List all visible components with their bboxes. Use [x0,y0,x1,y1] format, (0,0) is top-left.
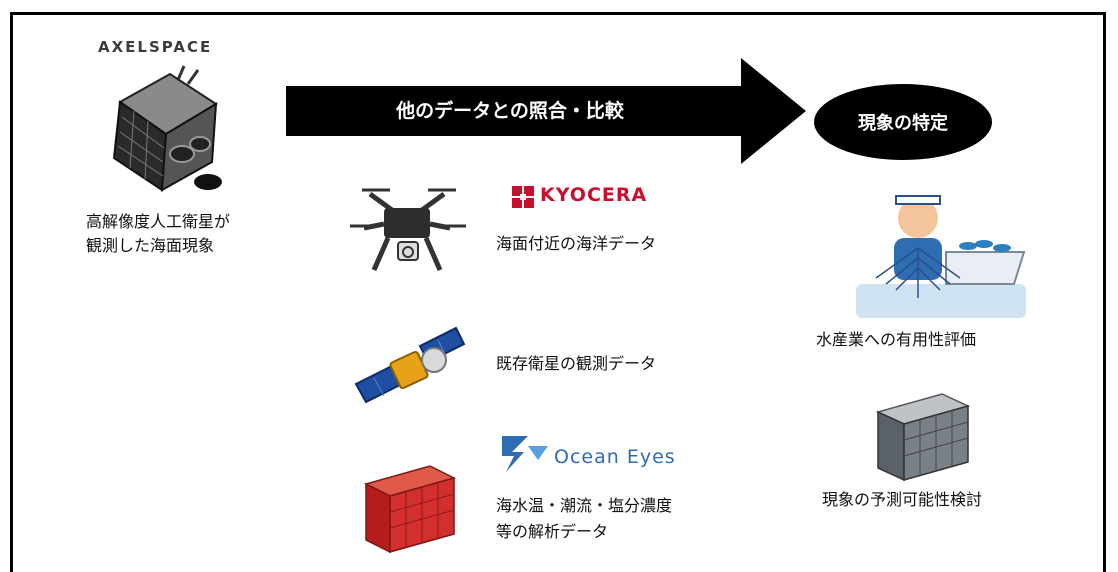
source-label-analysis-line2: 等の解析データ [496,522,609,541]
supercomputer-icon [363,465,457,554]
diagram-frame [10,12,1106,572]
server-icon [875,393,971,482]
ocean-eyes-logo-mark [502,436,548,472]
kyocera-logo: KYOCERA [540,184,648,206]
result-ellipse: 現象の特定 [814,84,992,160]
compare-arrow [286,58,806,164]
result-label: 現象の特定 [858,113,948,134]
source-label-analysis-line1: 海水温・潮流・塩分濃度 [496,496,673,515]
satellite-icon [354,326,466,404]
outcome-label-prediction: 現象の予測可能性検討 [822,490,983,509]
source-label-satellite: 既存衛星の観測データ [496,354,657,373]
axelspace-logo: AXELSPACE [98,38,213,56]
kyocera-logo-mark [512,186,534,208]
microsatellite-icon [112,65,222,192]
satellite-caption-line2: 観測した海面現象 [86,236,215,255]
satellite-caption-line1: 高解像度人工衛星が [86,212,231,231]
ocean-eyes-logo: Ocean Eyes [554,446,676,468]
fisherman-icon [856,195,1026,318]
arrow-label: 他のデータとの照合・比較 [396,100,624,122]
drone-icon [350,188,466,272]
source-label-drone: 海面付近の海洋データ [496,234,657,253]
outcome-label-fishery: 水産業への有用性評価 [816,330,977,349]
